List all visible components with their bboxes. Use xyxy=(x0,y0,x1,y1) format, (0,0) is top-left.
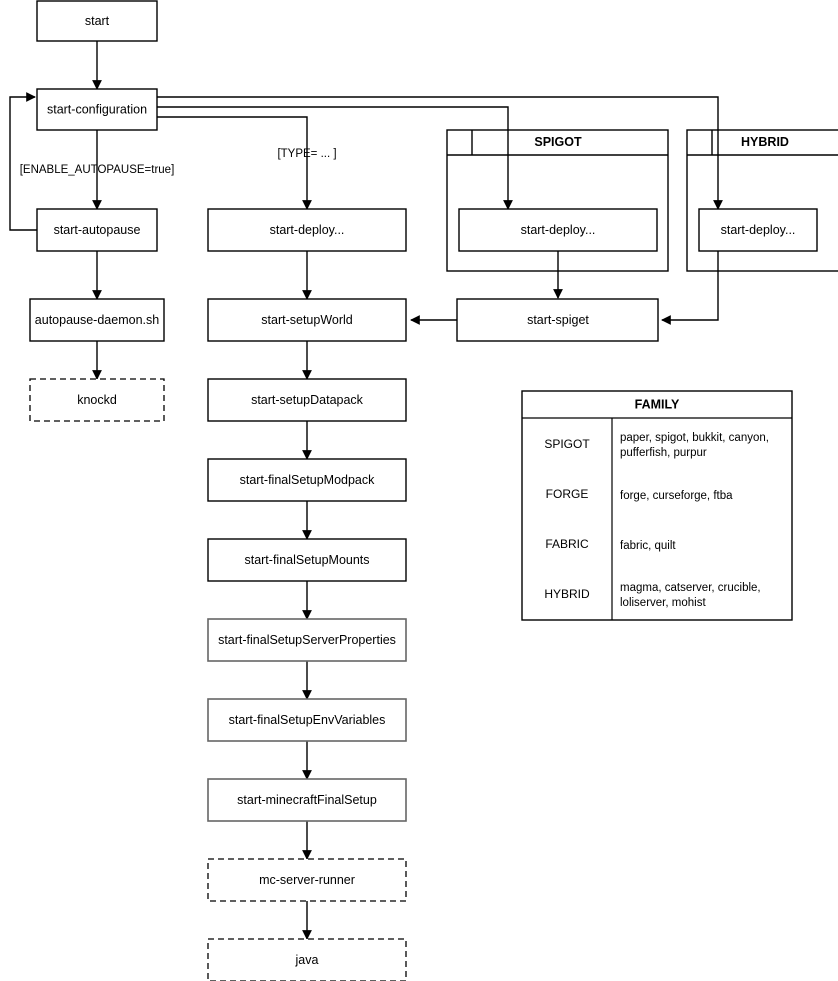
node-autopause-daemon[interactable]: autopause-daemon.sh xyxy=(29,298,165,342)
node-start-deploy-spigot-label: start-deploy... xyxy=(521,223,596,237)
edge-autopause-feedback-to-configuration xyxy=(9,92,37,231)
node-start-minecraftfinalsetup[interactable]: start-minecraftFinalSetup xyxy=(207,778,407,822)
family-table-row: FORGE forge, curseforge, ftba xyxy=(546,487,733,502)
node-start-setupdatapack-label: start-setupDatapack xyxy=(251,393,364,407)
family-table-row-key: FABRIC xyxy=(545,537,589,551)
node-start-configuration[interactable]: start-configuration xyxy=(36,88,158,131)
node-start-finalsetupenvvariables-box[interactable] xyxy=(207,698,407,742)
family-table-row-key: SPIGOT xyxy=(544,437,590,451)
node-start-finalsetupmounts[interactable]: start-finalSetupMounts xyxy=(207,538,407,582)
edge-label-type: [TYPE= ... ] xyxy=(277,148,336,160)
node-start-deploy-spigot[interactable]: start-deploy... xyxy=(458,208,658,252)
edge-configuration-to-deploy-main xyxy=(157,116,312,210)
edges-layer xyxy=(9,41,723,940)
node-start-setupdatapack-box[interactable] xyxy=(207,378,407,422)
family-table-row: HYBRID magma, catserver, crucible, lolis… xyxy=(544,582,760,609)
node-start-deploy-hybrid-label: start-deploy... xyxy=(721,223,796,237)
node-start-setupworld[interactable]: start-setupWorld xyxy=(207,298,407,342)
family-table-row-members-line1: paper, spigot, bukkit, canyon, xyxy=(620,432,769,444)
node-java-label: java xyxy=(295,953,319,967)
container-spigot-group: SPIGOT xyxy=(446,129,669,272)
spigot-group-title: SPIGOT xyxy=(534,135,582,149)
family-table-row-members-line1: forge, curseforge, ftba xyxy=(620,490,733,502)
node-start[interactable]: start xyxy=(36,0,158,42)
node-start-deploy-main-box[interactable] xyxy=(207,208,407,252)
node-knockd-box[interactable] xyxy=(29,378,165,422)
family-table-row-key: HYBRID xyxy=(544,587,590,601)
node-start-finalsetupmodpack-label: start-finalSetupModpack xyxy=(240,473,376,487)
node-knockd-label: knockd xyxy=(77,393,117,407)
node-start-label: start xyxy=(85,14,110,28)
edge-deploy-hybrid-to-spiget xyxy=(661,251,719,325)
hybrid-group-frame xyxy=(686,129,838,272)
node-java-box[interactable] xyxy=(207,938,407,981)
node-start-finalsetupmounts-box[interactable] xyxy=(207,538,407,582)
node-start-box[interactable] xyxy=(36,0,158,42)
family-table: FAMILY SPIGOT paper, spigot, bukkit, can… xyxy=(521,390,793,621)
node-start-finalsetupserverproperties-box[interactable] xyxy=(207,618,407,662)
node-start-autopause-box[interactable] xyxy=(36,208,158,252)
node-start-deploy-spigot-box[interactable] xyxy=(458,208,658,252)
node-knockd[interactable]: knockd xyxy=(29,378,165,422)
node-start-configuration-label: start-configuration xyxy=(47,102,147,116)
node-mc-server-runner-label: mc-server-runner xyxy=(259,873,355,887)
node-start-finalsetupenvvariables[interactable]: start-finalSetupEnvVariables xyxy=(207,698,407,742)
node-mc-server-runner[interactable]: mc-server-runner xyxy=(207,858,407,902)
node-start-autopause-label: start-autopause xyxy=(54,223,141,237)
node-start-finalsetupmounts-label: start-finalSetupMounts xyxy=(244,553,369,567)
node-start-deploy-main[interactable]: start-deploy... xyxy=(207,208,407,252)
node-start-spiget-label: start-spiget xyxy=(527,313,589,327)
hybrid-group-title: HYBRID xyxy=(741,135,789,149)
node-start-finalsetupserverproperties[interactable]: start-finalSetupServerProperties xyxy=(207,618,407,662)
node-start-setupworld-label: start-setupWorld xyxy=(261,313,353,327)
node-start-deploy-hybrid[interactable]: start-deploy... xyxy=(698,208,818,252)
node-start-finalsetupenvvariables-label: start-finalSetupEnvVariables xyxy=(229,713,386,727)
family-table-row-members-line2: loliserver, mohist xyxy=(620,597,706,609)
node-java[interactable]: java xyxy=(207,938,407,981)
node-start-setupworld-box[interactable] xyxy=(207,298,407,342)
spigot-group-frame xyxy=(446,129,669,272)
node-start-deploy-main-label: start-deploy... xyxy=(270,223,345,237)
container-hybrid-group: HYBRID xyxy=(686,129,838,272)
node-start-configuration-box[interactable] xyxy=(36,88,158,131)
node-start-deploy-hybrid-box[interactable] xyxy=(698,208,818,252)
node-autopause-daemon-label: autopause-daemon.sh xyxy=(35,313,159,327)
node-start-minecraftfinalsetup-box[interactable] xyxy=(207,778,407,822)
node-autopause-daemon-box[interactable] xyxy=(29,298,165,342)
node-start-spiget[interactable]: start-spiget xyxy=(456,298,659,342)
node-start-minecraftfinalsetup-label: start-minecraftFinalSetup xyxy=(237,793,377,807)
node-mc-server-runner-box[interactable] xyxy=(207,858,407,902)
family-table-frame xyxy=(521,390,793,621)
family-table-row: FABRIC fabric, quilt xyxy=(545,537,676,552)
family-table-title: FAMILY xyxy=(635,397,680,411)
family-table-row: SPIGOT paper, spigot, bukkit, canyon, pu… xyxy=(544,432,769,459)
node-start-autopause[interactable]: start-autopause xyxy=(36,208,158,252)
node-start-spiget-box[interactable] xyxy=(456,298,659,342)
node-start-finalsetupmodpack[interactable]: start-finalSetupModpack xyxy=(207,458,407,502)
node-start-setupdatapack[interactable]: start-setupDatapack xyxy=(207,378,407,422)
family-table-row-members-line1: magma, catserver, crucible, xyxy=(620,582,761,594)
family-table-row-members-line1: fabric, quilt xyxy=(620,540,676,552)
node-start-finalsetupmodpack-box[interactable] xyxy=(207,458,407,502)
edge-label-enable-autopause: [ENABLE_AUTOPAUSE=true] xyxy=(20,164,175,176)
family-table-row-members-line2: pufferfish, purpur xyxy=(620,447,707,459)
edge-configuration-to-deploy-spigot xyxy=(157,106,513,210)
node-start-finalsetupserverproperties-label: start-finalSetupServerProperties xyxy=(218,633,396,647)
family-table-row-key: FORGE xyxy=(546,487,589,501)
edge-configuration-to-deploy-hybrid xyxy=(157,96,723,210)
